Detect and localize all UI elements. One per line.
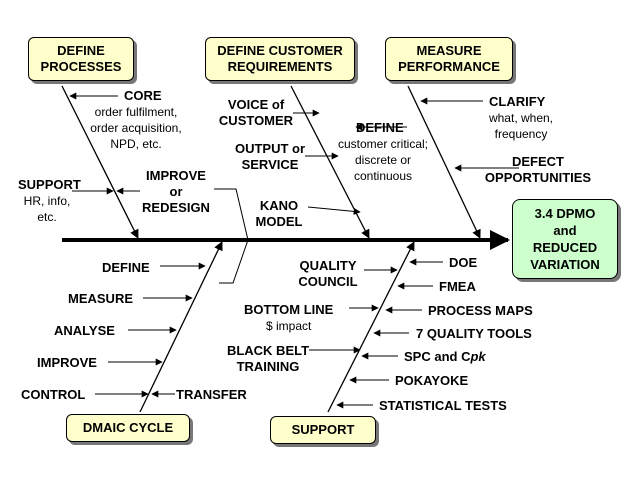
label-fmea: FMEA [439,279,476,294]
label-dmaic-measure: MEASURE [68,291,134,306]
category-define-customer-requirements: DEFINE CUSTOMER REQUIREMENTS [205,37,355,81]
effect-box: 3.4 DPMO and REDUCED VARIATION [512,199,618,279]
label-dmaic-analyse: ANALYSE [54,323,115,338]
label-dmaic-define: DEFINE [102,260,150,275]
label-dmaic-control: CONTROL [21,387,86,402]
category-support: SUPPORT [270,416,376,444]
label-statistical-tests: STATISTICAL TESTS [379,398,507,413]
label-bottom-line: BOTTOM LINE [244,302,334,317]
label-doe: DOE [449,255,478,270]
label-improve-redesign: IMPROVE or REDESIGN [142,168,210,215]
bone-dmaic-cycle [139,241,223,413]
label-support-process: SUPPORT [18,177,81,192]
label-black-belt-training: BLACK BELT TRAINING [226,343,310,374]
category-dmaic-cycle: DMAIC CYCLE [66,414,190,442]
label-bottom-line-detail: $ impact [266,319,312,333]
label-defect-opportunities: DEFECT OPPORTUNITIES [484,154,592,185]
label-define-customer: DEFINE [356,120,404,135]
label-core: CORE [124,88,162,103]
arrow-kano [307,206,361,215]
bone-support [327,241,415,413]
label-kano-model: KANO MODEL [255,198,303,229]
label-spc-cpk: SPC and Cpk [404,349,486,365]
label-7-quality-tools: 7 QUALITY TOOLS [416,326,532,341]
label-pokayoke: POKAYOKE [395,373,469,388]
label-spc-italic: pk [470,349,486,364]
label-support-detail: HR, info, etc. [23,194,71,224]
label-quality-council: QUALITY COUNCIL [298,258,358,289]
label-voice-of-customer: VOICE of CUSTOMER [218,97,294,128]
label-process-maps: PROCESS MAPS [428,303,533,318]
label-output-or-service: OUTPUT or SERVICE [234,141,306,172]
bone-measure-performance [407,85,481,239]
label-clarify: CLARIFY [489,94,546,109]
category-measure-performance: MEASURE PERFORMANCE [385,37,513,81]
category-define-processes: DEFINE PROCESSES [28,37,134,81]
label-dmaic-transfer: TRANSFER [176,387,247,402]
label-spc-prefix: SPC and C [404,349,471,364]
label-clarify-detail: what, when, frequency [488,111,554,141]
label-define-customer-detail: customer critical; discrete or continuou… [337,137,429,183]
label-dmaic-improve: IMPROVE [37,355,97,370]
label-core-detail: order fulfilment, order acquisition, NPD… [90,105,182,151]
improve-feedback-line [214,188,249,284]
bone-define-processes [61,85,139,239]
